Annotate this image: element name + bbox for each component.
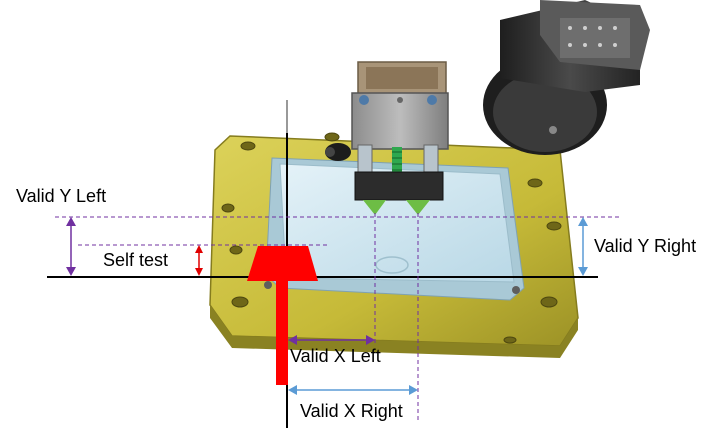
valid-x-right-label: Valid X Right <box>300 401 403 421</box>
valid-y-left-arrow <box>66 217 76 276</box>
self-test-arrow <box>195 245 203 276</box>
valid-y-left-label: Valid Y Left <box>16 186 107 206</box>
self-test-sensor <box>247 246 318 281</box>
valid-x-left-arrow <box>288 335 375 345</box>
valid-x-right-arrow <box>288 385 418 395</box>
self-test-label: Self test <box>103 250 169 270</box>
gripper-unit <box>325 61 449 215</box>
valid-y-right-arrow <box>578 217 588 276</box>
glass-panel <box>264 157 525 301</box>
valid-x-left-label: Valid X Left <box>290 346 381 366</box>
sensor-post <box>276 281 288 385</box>
valid-y-right-label: Valid Y Right <box>594 236 697 256</box>
camera-unit <box>483 0 650 155</box>
